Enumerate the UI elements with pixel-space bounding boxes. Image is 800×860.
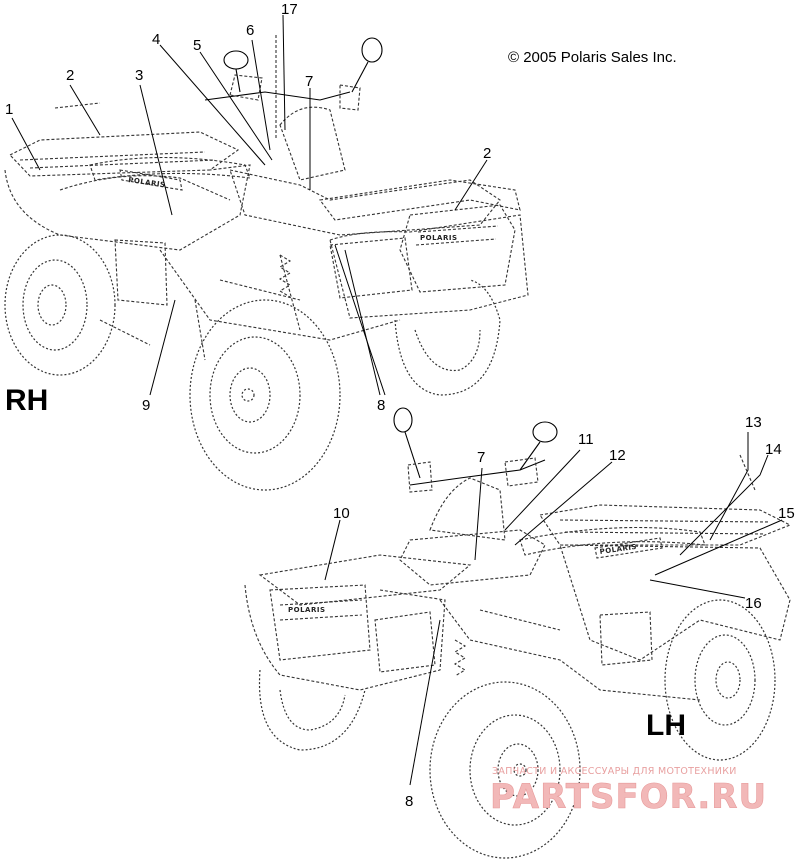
lh-left-mirror <box>393 407 413 433</box>
callout-3: 3 <box>135 67 143 84</box>
callout-8-rh: 8 <box>377 397 385 414</box>
callout-13: 13 <box>745 414 762 431</box>
rh-front-wheel <box>189 299 341 491</box>
rh-fender-brand-text: POLARIS <box>128 176 166 189</box>
rh-rear-wheel <box>4 234 116 376</box>
lh-rear-wheel <box>664 599 776 761</box>
callout-8-lh: 8 <box>405 793 413 810</box>
atv-right-side-view: POLARIS POLARIS <box>4 37 529 491</box>
lh-right-mirror <box>532 421 558 443</box>
callout-5: 5 <box>193 37 201 54</box>
leader-lines <box>11 14 783 786</box>
rh-grille-brand-text: POLARIS <box>420 234 458 242</box>
callout-12: 12 <box>609 447 626 464</box>
callout-17: 17 <box>281 1 298 18</box>
callout-4: 4 <box>152 31 160 48</box>
callout-10: 10 <box>333 505 350 522</box>
lh-front-wheel <box>429 681 581 859</box>
atv-left-side-view: POLARIS POLARIS <box>244 407 792 859</box>
rh-right-mirror <box>361 37 383 63</box>
lh-side-panel <box>599 611 653 666</box>
callout-2-front-rh: 2 <box>483 145 491 162</box>
callout-16: 16 <box>745 595 762 612</box>
callout-labels: 1 2 3 4 5 6 17 7 2 9 8 13 14 11 7 12 10 … <box>5 1 795 810</box>
watermark-tagline: ЗАПЧАСТИ И АКСЕССУАРЫ ДЛЯ МОТОТЕХНИКИ <box>492 766 737 777</box>
callout-7-lh: 7 <box>477 449 485 466</box>
callout-7-rh: 7 <box>305 73 313 90</box>
lh-grille-brand-text: POLARIS <box>288 606 326 614</box>
callout-14: 14 <box>765 441 782 458</box>
callout-1: 1 <box>5 101 13 118</box>
callout-6: 6 <box>246 22 254 39</box>
lh-fender-brand-text: POLARIS <box>599 543 637 556</box>
callout-11: 11 <box>578 431 594 448</box>
side-label-lh: LH <box>646 709 686 742</box>
callout-2-rear-rh: 2 <box>66 67 74 84</box>
rh-side-panel <box>114 239 168 306</box>
rh-left-mirror <box>223 50 249 70</box>
copyright-notice: © 2005 Polaris Sales Inc. <box>508 49 677 66</box>
callout-9: 9 <box>142 397 150 414</box>
side-label-rh: RH <box>5 384 48 417</box>
watermark-logo: PARTSFOR.RU <box>490 777 767 817</box>
callout-15: 15 <box>778 505 795 522</box>
